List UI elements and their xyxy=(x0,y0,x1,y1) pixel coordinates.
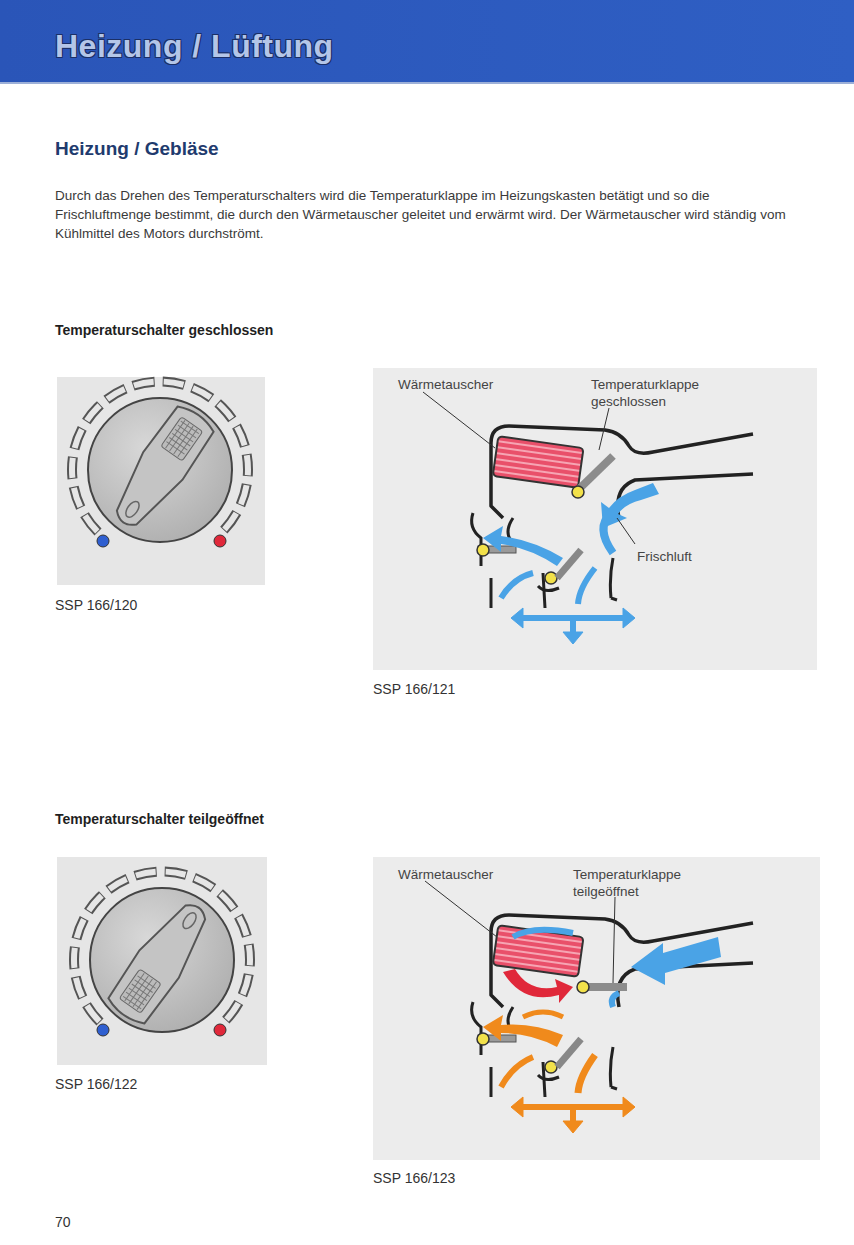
sub-heading: Temperaturschalter teilgeöffnet xyxy=(55,811,264,828)
figure-number: SSP 166/123 xyxy=(373,1170,455,1187)
section-heading: Heizung / Gebläse xyxy=(55,140,219,157)
figure-number: SSP 166/120 xyxy=(55,597,137,614)
page-title: Heizung / Lüftung xyxy=(55,28,334,65)
sub-heading: Temperaturschalter geschlossen xyxy=(55,322,273,339)
part-label: Temperaturklappe teilgeöffnet xyxy=(573,866,723,900)
figure-number: SSP 166/121 xyxy=(373,681,455,698)
part-label: Wärmetauscher xyxy=(398,866,493,883)
body-text: Durch das Drehen des Temperaturschalters… xyxy=(55,186,807,243)
part-label: Temperaturklappe geschlossen xyxy=(591,376,741,410)
page-number: 70 xyxy=(55,1214,71,1231)
part-label: Wärmetauscher xyxy=(398,376,493,393)
figure-number: SSP 166/122 xyxy=(55,1076,137,1093)
part-label: Frischluft xyxy=(637,548,692,565)
